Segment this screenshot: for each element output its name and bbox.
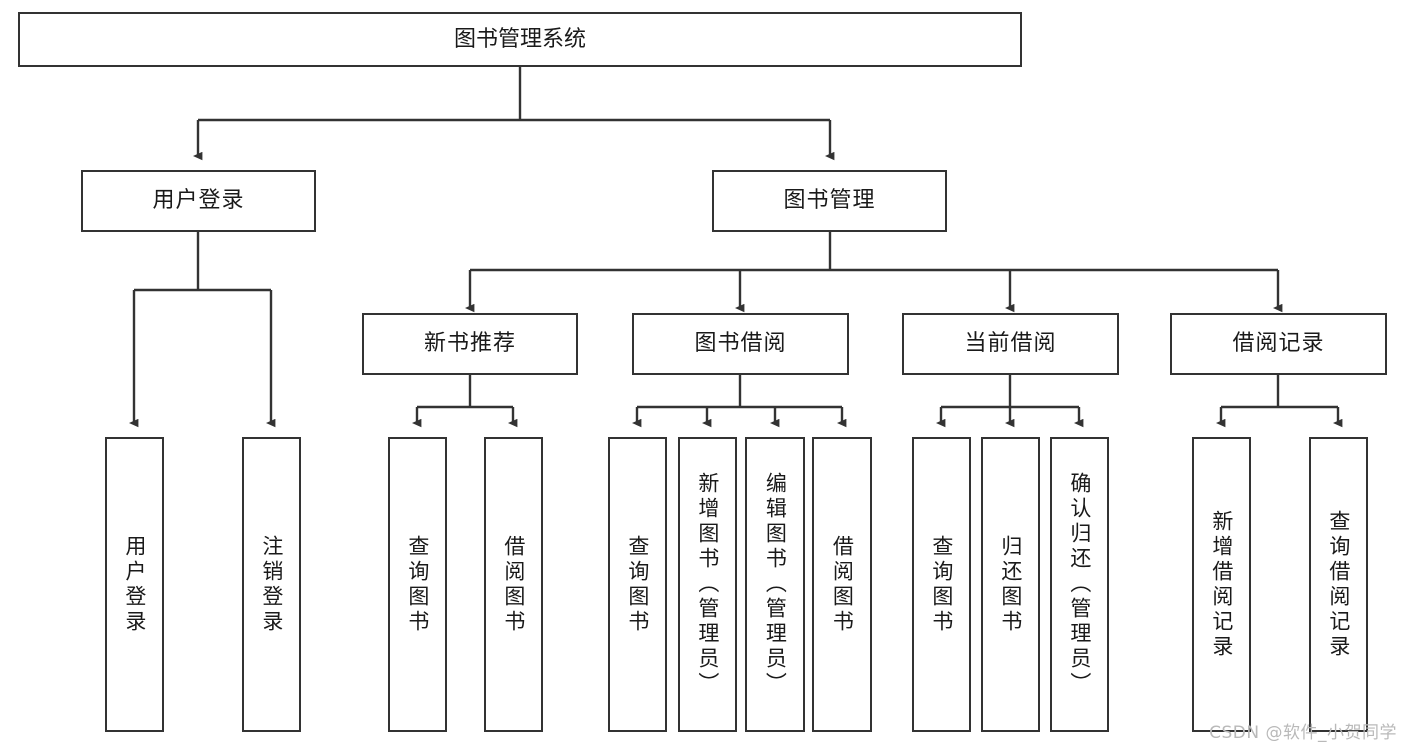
leaf-logout[interactable]: 注销登录 bbox=[242, 437, 301, 732]
node-label: 新增图书（管理员） bbox=[695, 472, 720, 697]
leaf-query-book-current[interactable]: 查询图书 bbox=[912, 437, 971, 732]
leaf-confirm-return-admin[interactable]: 确认归还（管理员） bbox=[1050, 437, 1109, 732]
leaf-return-book[interactable]: 归还图书 bbox=[981, 437, 1040, 732]
node-label: 归还图书 bbox=[998, 534, 1023, 635]
node-label: 查询图书 bbox=[405, 534, 430, 635]
node-label: 查询借阅记录 bbox=[1326, 509, 1351, 660]
node-label: 新增借阅记录 bbox=[1209, 509, 1234, 660]
node-book-management[interactable]: 图书管理 bbox=[712, 170, 947, 232]
node-label: 借阅记录 bbox=[1232, 331, 1325, 357]
node-label: 借阅图书 bbox=[830, 534, 855, 635]
leaf-add-borrow-record[interactable]: 新增借阅记录 bbox=[1192, 437, 1251, 732]
node-label: 图书管理系统 bbox=[453, 26, 586, 52]
node-borrow-record[interactable]: 借阅记录 bbox=[1170, 313, 1387, 375]
node-label: 用户登录 bbox=[152, 188, 245, 214]
csdn-watermark: CSDN @软件_小贺同学 bbox=[1209, 723, 1397, 743]
node-label: 编辑图书（管理员） bbox=[763, 472, 788, 697]
node-current-borrow[interactable]: 当前借阅 bbox=[902, 313, 1119, 375]
leaf-query-book-recommend[interactable]: 查询图书 bbox=[388, 437, 447, 732]
leaf-add-book-admin[interactable]: 新增图书（管理员） bbox=[678, 437, 737, 732]
node-book-borrow[interactable]: 图书借阅 bbox=[632, 313, 849, 375]
node-label: 查询图书 bbox=[929, 534, 954, 635]
leaf-user-login[interactable]: 用户登录 bbox=[105, 437, 164, 732]
leaf-query-borrow-record[interactable]: 查询借阅记录 bbox=[1309, 437, 1368, 732]
node-label: 查询图书 bbox=[625, 534, 650, 635]
node-root-system[interactable]: 图书管理系统 bbox=[18, 12, 1022, 67]
node-new-book-recommend[interactable]: 新书推荐 bbox=[362, 313, 578, 375]
node-label: 借阅图书 bbox=[501, 534, 526, 635]
leaf-borrow-book-borrow[interactable]: 借阅图书 bbox=[812, 437, 872, 732]
node-label: 当前借阅 bbox=[964, 331, 1057, 357]
node-label: 图书管理 bbox=[783, 188, 876, 214]
leaf-query-book-borrow[interactable]: 查询图书 bbox=[608, 437, 667, 732]
node-label: 图书借阅 bbox=[694, 331, 787, 357]
node-label: 注销登录 bbox=[259, 534, 284, 635]
leaf-edit-book-admin[interactable]: 编辑图书（管理员） bbox=[745, 437, 805, 732]
node-label: 新书推荐 bbox=[423, 331, 516, 357]
node-user-login[interactable]: 用户登录 bbox=[81, 170, 316, 232]
leaf-borrow-book-recommend[interactable]: 借阅图书 bbox=[484, 437, 543, 732]
node-label: 确认归还（管理员） bbox=[1067, 472, 1092, 697]
node-label: 用户登录 bbox=[122, 534, 147, 635]
